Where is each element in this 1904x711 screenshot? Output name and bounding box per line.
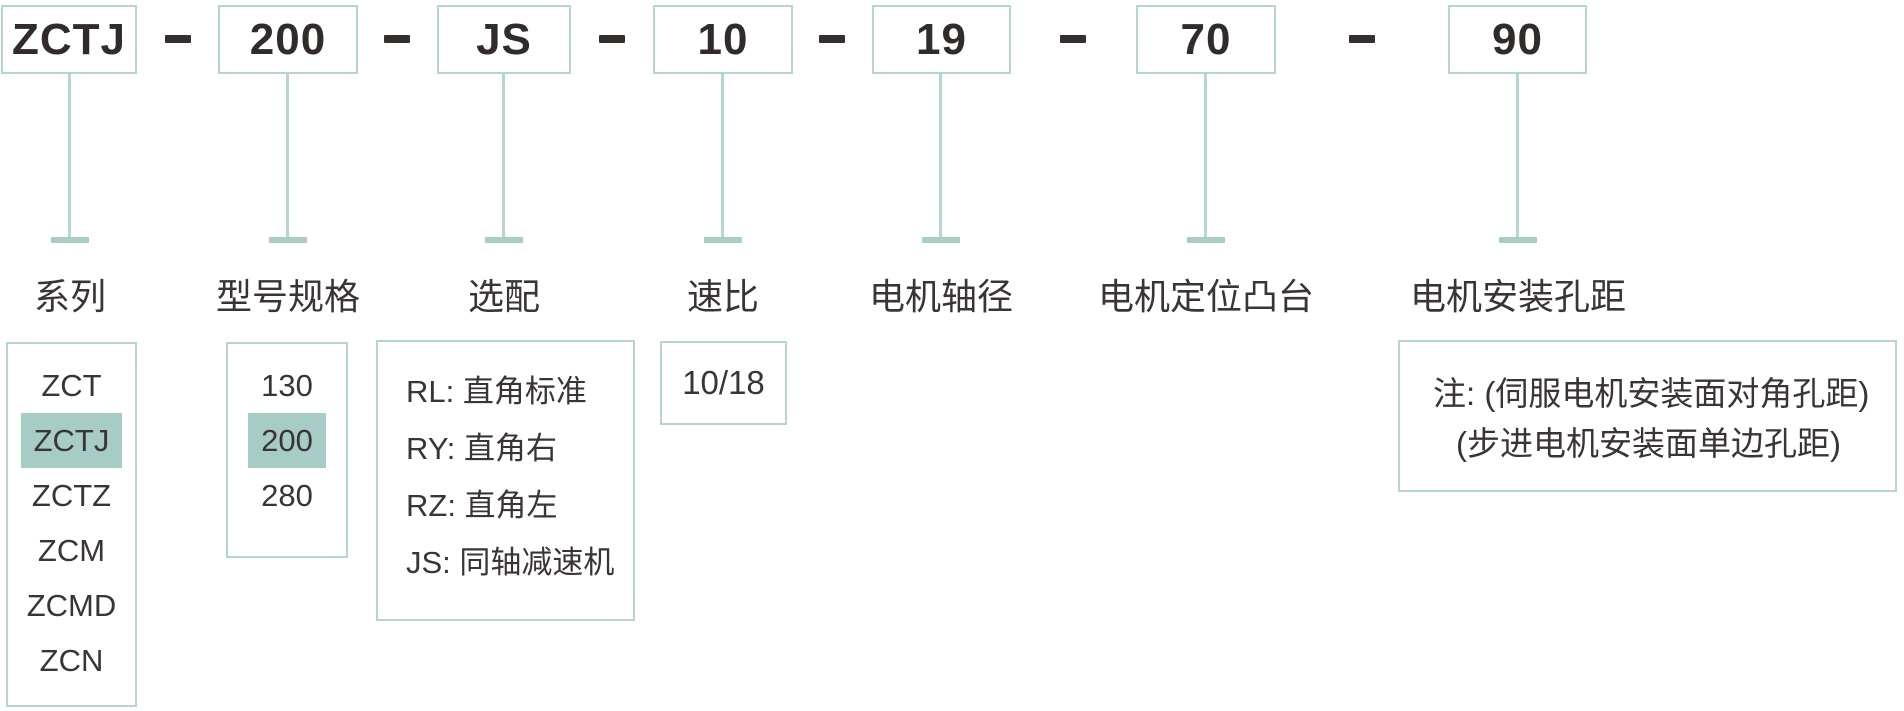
option-item: 130 — [261, 367, 313, 403]
mounting-note-box: 注: (伺服电机安装面对角孔距) (步进电机安装面单边孔距) — [1398, 340, 1897, 492]
option-item-selected: ZCTJ — [20, 413, 123, 468]
segment-label-ratio: 速比 — [686, 276, 760, 317]
connector-tick — [1187, 237, 1225, 243]
option-item: JS: 同轴减速机 — [406, 545, 615, 580]
segment-label-hole-distance: 电机安装孔距 — [1409, 276, 1627, 317]
connector-tick — [51, 237, 89, 243]
segment-label-shaft: 电机轴径 — [868, 276, 1014, 317]
option-item: ZCMD — [26, 587, 117, 623]
connector-tick — [704, 237, 742, 243]
connector-line — [1204, 74, 1207, 238]
code-segment-series: ZCTJ — [1, 5, 137, 74]
series-options-box: ZCT ZCTJ ZCTZ ZCM ZCMD ZCN — [6, 342, 137, 707]
segment-label-series: 系列 — [33, 276, 107, 317]
connector-line — [502, 74, 505, 238]
connector-line — [68, 74, 71, 238]
ratio-options-box: 10/18 — [660, 341, 787, 425]
segment-label-size: 型号规格 — [215, 276, 361, 317]
option-item: ZCTZ — [31, 477, 112, 513]
dash-separator — [165, 35, 191, 43]
connector-tick — [922, 237, 960, 243]
segment-label-boss: 电机定位凸台 — [1097, 276, 1315, 317]
mounting-note-line-2: (步进电机安装面单边孔距) — [1456, 425, 1841, 462]
segment-label-variant: 选配 — [467, 276, 541, 317]
code-segment-shaft: 19 — [872, 5, 1011, 74]
option-item: 280 — [261, 477, 313, 513]
code-segment-variant: JS — [437, 5, 571, 74]
connector-line — [721, 74, 724, 238]
dash-separator — [819, 35, 845, 43]
option-item-selected: 200 — [248, 413, 326, 468]
connector-line — [939, 74, 942, 238]
dash-separator — [1349, 35, 1375, 43]
code-segment-boss: 70 — [1136, 5, 1276, 74]
code-segment-size: 200 — [218, 5, 358, 74]
mounting-note-line-1: 注: (伺服电机安装面对角孔距) — [1433, 375, 1870, 412]
option-item: RL: 直角标准 — [406, 374, 587, 409]
connector-tick — [485, 237, 523, 243]
option-item: ZCT — [41, 367, 102, 403]
dash-separator — [384, 35, 410, 43]
connector-line — [286, 74, 289, 238]
option-item: ZCN — [39, 642, 104, 678]
size-options-box: 130 200 280 — [226, 342, 348, 558]
code-segment-hole-distance: 90 — [1448, 5, 1587, 74]
connector-tick — [269, 237, 307, 243]
code-segment-ratio: 10 — [653, 5, 793, 74]
connector-line — [1516, 74, 1519, 238]
variant-options-box: RL: 直角标准 RY: 直角右 RZ: 直角左 JS: 同轴减速机 — [376, 340, 635, 621]
option-item: RY: 直角右 — [406, 431, 558, 466]
dash-separator — [599, 35, 625, 43]
connector-tick — [1499, 237, 1537, 243]
option-item: RZ: 直角左 — [406, 488, 558, 523]
dash-separator — [1060, 35, 1086, 43]
option-item: ZCM — [37, 532, 106, 568]
